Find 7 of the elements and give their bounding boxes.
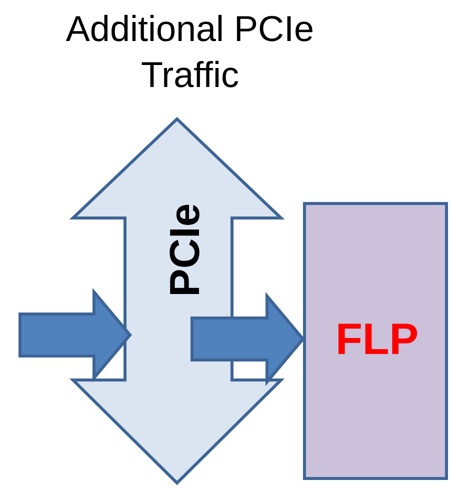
heading-text: Additional PCIe Traffic: [64, 7, 316, 97]
double-arrow-shape: [72, 118, 282, 485]
process-box: [303, 202, 448, 480]
node-label: FLP: [335, 318, 419, 362]
node-label: PCIe: [164, 203, 206, 297]
block-arrow: [18, 288, 132, 382]
block-arrow: [190, 292, 305, 386]
